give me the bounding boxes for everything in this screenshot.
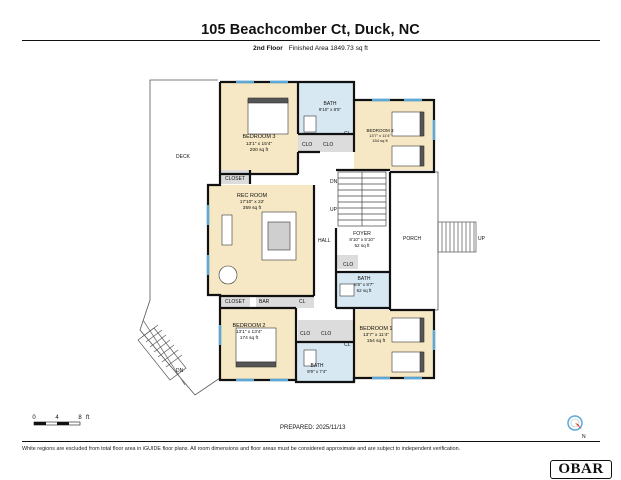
cl-label-bottom: CL [344,342,351,348]
room-dims: 13'1" x 13'4" [236,329,263,335]
prepared-date: PREPARED: 2025/11/13 [280,425,346,431]
clo-label-mid: CLO [343,262,353,268]
room-label-bedroom-3b: BEDROOM 3 13'7" x 11'4" 154 sq ft [366,128,394,143]
room-dims: 9'10" x 8'5" [319,107,342,112]
finished-area: Finished Area 1849.73 sq ft [288,45,368,52]
top-rule [22,40,600,41]
room-label-bath-bottom: BATH 9'9" x 7'4" [307,363,327,374]
room-dims: 13'1" x 15'4" [246,141,273,147]
scale-tick-8: 8 [78,415,82,421]
cl-label-top: CL [344,131,351,137]
scale-bar: 0 4 8 ft [32,415,90,426]
scale-unit: ft [86,415,90,421]
room-label-foyer: FOYER 8'10" x 5'10" 52 sq ft [349,231,375,248]
bar-label: BAR [259,299,270,305]
clo-label-top-1: CLO [302,142,312,148]
exterior-stairs-left [137,324,187,381]
room-name: BEDROOM 1 [359,326,392,332]
room-dims: 13'7" x 11'4" [369,133,391,138]
exterior-stairs-right [437,221,477,253]
room-label-bedroom-3: BEDROOM 3 13'1" x 15'4" 200 sq ft [242,134,275,153]
hall-label: HALL [318,238,331,244]
clo-label-bottom-2: CLO [321,331,331,337]
room-name: BEDROOM 3 [366,128,394,133]
floor-subtitle: 2nd Floor Finished Area 1849.73 sq ft [0,45,621,52]
room-name: BATH [358,276,371,282]
disclaimer-text: White regions are excluded from total fl… [22,446,461,452]
room-name: BEDROOM 2 [232,323,265,329]
room-label-bedroom-1: BEDROOM 1 13'7" x 11'4" 154 sq ft [359,326,392,344]
porch-stairs-up-label: UP [478,236,486,242]
room-label-bath-top: BATH 9'10" x 8'5" [319,101,342,112]
compass-icon: N [567,415,586,440]
closet-label-bottom: CLOSET [225,299,245,305]
deck-label: DECK [176,154,191,160]
room-area: 359 sq ft [243,205,262,211]
windows [206,80,436,382]
porch-label: PORCH [403,236,421,242]
room-dims: 13'7" x 11'4" [363,332,389,338]
clo-label-top-2: CLO [323,142,333,148]
closet-label-top: CLOSET [225,176,245,182]
scale-tick-0: 0 [32,415,36,421]
room-area: 154 sq ft [367,338,386,344]
walls [206,80,436,384]
misc-labels: DECK PORCH HALL CLOSET CLOSET BAR CL CL … [176,131,486,374]
stairs-down-label: DN [330,179,338,185]
room-dims: 17'10" x 22' [240,199,265,205]
room-label-bedroom-2: BEDROOM 2 13'1" x 13'4" 174 sq ft [232,323,265,341]
interior-stairs [337,171,387,227]
room-name: BATH [324,101,337,107]
deck-stairs-down-label: DN [176,368,184,374]
furniture [218,97,425,373]
room-name: BATH [311,363,324,369]
room-name: BEDROOM 3 [242,134,275,140]
room-dims: 8'8" x 8'7" [354,282,374,287]
room-label-bath-mid: BATH 8'8" x 8'7" 62 sq ft [354,276,374,293]
stairs-up-label: UP [330,207,338,213]
room-area: 52 sq ft [354,243,370,248]
room-dims: 8'10" x 5'10" [349,237,375,242]
obar-logo: OBAR [550,460,612,479]
clo-label-bottom-1: CLO [300,331,310,337]
room-area: 62 sq ft [357,288,373,293]
room-dims: 9'9" x 7'4" [307,369,327,374]
room-label-rec-room: REC ROOM 17'10" x 22' 359 sq ft [237,193,268,211]
room-name: REC ROOM [237,193,268,199]
room-name: FOYER [353,231,371,237]
compass-north-label: N [582,434,586,440]
scale-tick-4: 4 [55,415,59,421]
property-address-title: 105 Beachcomber Ct, Duck, NC [201,22,420,38]
bottom-rule [22,441,600,442]
floor-name: 2nd Floor [253,45,283,52]
room-area: 174 sq ft [240,335,259,341]
room-area: 154 sq ft [372,138,388,143]
room-area: 200 sq ft [250,147,269,153]
cl-label-bar: CL [299,299,306,305]
